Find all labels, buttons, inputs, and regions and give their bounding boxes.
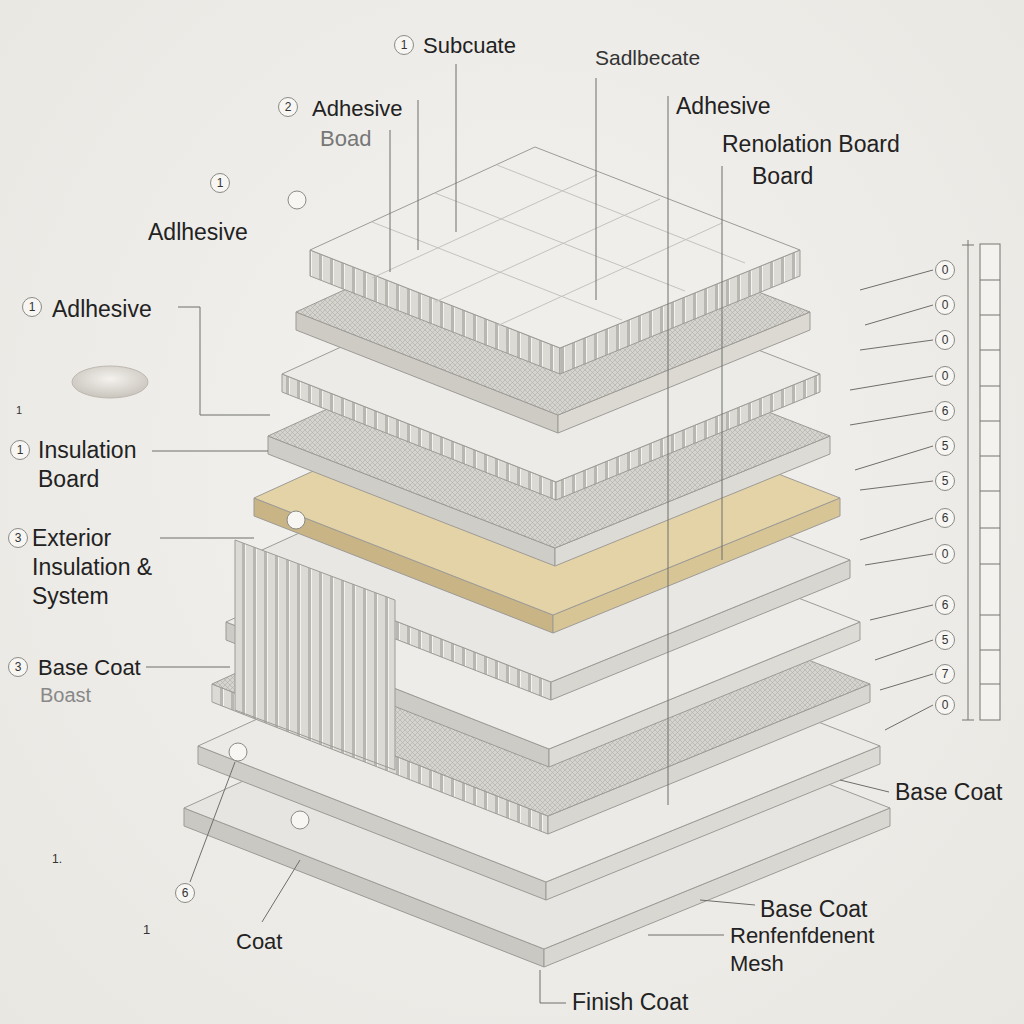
callout-circle: 1 (10, 440, 30, 460)
callout-number: 5 (942, 475, 949, 487)
callout-number: 6 (182, 887, 189, 899)
callout-circle: 0 (935, 330, 955, 350)
part-label: 1 (16, 404, 22, 418)
callout-number: 0 (942, 334, 949, 346)
part-label: Base Coat (38, 654, 141, 682)
callout-number: 0 (942, 299, 949, 311)
callout-circle: 0 (935, 295, 955, 315)
callout-circle: 5 (935, 630, 955, 650)
part-label: Adhesive (676, 92, 771, 121)
part-label: Base Coat (895, 778, 1002, 807)
callout-circle: 3 (8, 657, 28, 677)
part-label: Adhesive (312, 95, 403, 123)
callout-number: 0 (942, 548, 949, 560)
callout-number: 7 (942, 668, 949, 680)
callout-number: 0 (942, 370, 949, 382)
callout-number: 1 (17, 444, 24, 456)
part-label: Sadlbecate (595, 45, 700, 72)
part-label: Boast (40, 683, 91, 708)
callout-circle: 3 (8, 528, 28, 548)
part-label: Finish Coat (572, 988, 688, 1017)
callout-circle: 6 (935, 595, 955, 615)
callout-number: 1 (29, 301, 36, 313)
callout-circle: 2 (278, 97, 298, 117)
part-label: Subcuate (423, 32, 516, 60)
callout-number: 3 (15, 532, 22, 544)
callout-number: 1 (217, 177, 224, 189)
callout-number: 6 (942, 512, 949, 524)
callout-number: 5 (942, 634, 949, 646)
part-label: 1. (52, 852, 62, 867)
part-label: Board (752, 162, 813, 191)
callout-number: 0 (942, 264, 949, 276)
part-label: Base Coat (760, 895, 867, 924)
callout-circle: 0 (935, 260, 955, 280)
adhesive-blob (72, 366, 148, 398)
callout-circle: 0 (935, 366, 955, 386)
part-label: Adlhesive (148, 218, 248, 247)
layer-stack (184, 147, 890, 967)
part-label: 1 (143, 922, 150, 939)
part-label: Coat (236, 928, 282, 956)
callout-circle: 0 (935, 695, 955, 715)
callout-circle: 5 (935, 471, 955, 491)
callout-circle: 1 (394, 35, 414, 55)
side-ruler (962, 240, 1000, 720)
part-label: Boad (320, 125, 371, 153)
callout-number: 2 (285, 101, 292, 113)
callout-circle: 6 (935, 401, 955, 421)
callout-circle: 0 (935, 544, 955, 564)
callout-number: 0 (942, 699, 949, 711)
empty-callout-circles (229, 191, 309, 829)
callout-number: 6 (942, 405, 949, 417)
callout-circle: 7 (935, 664, 955, 684)
callout-circle: 1 (210, 173, 230, 193)
callout-number: 6 (942, 599, 949, 611)
callout-circle: 5 (935, 436, 955, 456)
part-label: Adlhesive (52, 295, 152, 324)
part-label: Exterior Insulation & System (32, 524, 162, 612)
callout-number: 5 (942, 440, 949, 452)
callout-circle: 1 (22, 297, 42, 317)
callout-number: 1 (401, 39, 408, 51)
part-label: Renolation Board (722, 130, 900, 159)
callout-circle: 6 (935, 508, 955, 528)
leader-lines (146, 64, 933, 1003)
part-label: Renfenfdenent Mesh (730, 922, 900, 978)
callout-number: 3 (15, 661, 22, 673)
callout-circle: 6 (175, 883, 195, 903)
part-label: Insulation Board (38, 436, 168, 494)
